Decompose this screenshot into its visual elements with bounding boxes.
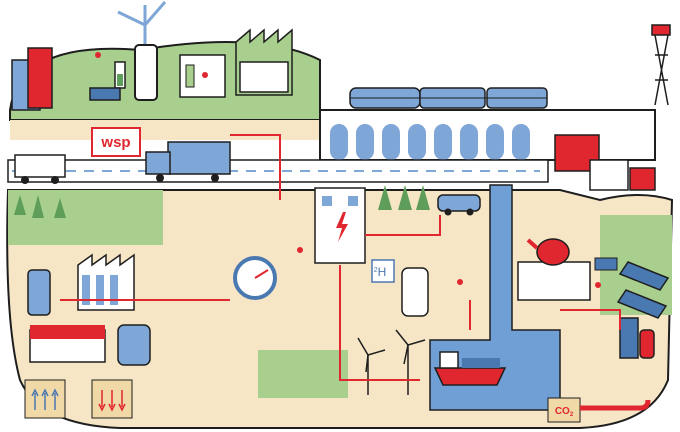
- teapot-icon: [526, 238, 570, 266]
- wind-turbine-icon-bottom: [357, 329, 426, 395]
- red-silo: [639, 329, 655, 359]
- heat-arrow-icon-blue: [24, 379, 66, 419]
- house-top-left: [11, 47, 53, 111]
- bottom-field: [258, 350, 348, 398]
- wsp-billboard: wsp: [91, 127, 141, 157]
- factory-icon: [235, 28, 293, 96]
- hydrogen-label: 2H: [374, 265, 387, 279]
- ship-icon: [433, 351, 507, 386]
- teapot-building: [517, 238, 591, 301]
- cylinder-tank: [117, 324, 151, 366]
- trees-left: [14, 195, 66, 218]
- red-pipelines: [60, 134, 621, 381]
- left-field: [8, 190, 163, 245]
- electric-truck-icon: [145, 141, 231, 182]
- tank-left: [27, 269, 51, 316]
- truck-icon: [14, 154, 66, 184]
- red-house-right: [554, 134, 656, 191]
- lightning-icon: [336, 212, 348, 242]
- co2-label: CO2: [555, 406, 574, 418]
- battery-icon: [89, 61, 126, 101]
- co2-storage-icon: CO2: [547, 397, 651, 423]
- solar-panel-icon: [616, 261, 670, 319]
- trees-middle: [378, 185, 430, 210]
- car-icon: [437, 194, 481, 216]
- turbine-base: [134, 44, 158, 101]
- wsp-logo: wsp: [100, 134, 130, 151]
- viaduct-arches: [330, 124, 530, 160]
- crane-icon: [651, 24, 671, 106]
- hydrogen-sign: 2H: [371, 259, 395, 283]
- red-factory-bottom-left: [29, 325, 106, 363]
- power-building: [314, 187, 366, 264]
- battery-box-right: [594, 257, 618, 271]
- workers: [95, 52, 601, 288]
- heat-arrow-icon-red: [91, 379, 133, 419]
- main-road: [7, 159, 549, 183]
- train-icon: [349, 87, 548, 109]
- factory-left-middle: [77, 253, 135, 311]
- capture-unit: [619, 317, 639, 359]
- hydrogen-tank: [401, 267, 429, 317]
